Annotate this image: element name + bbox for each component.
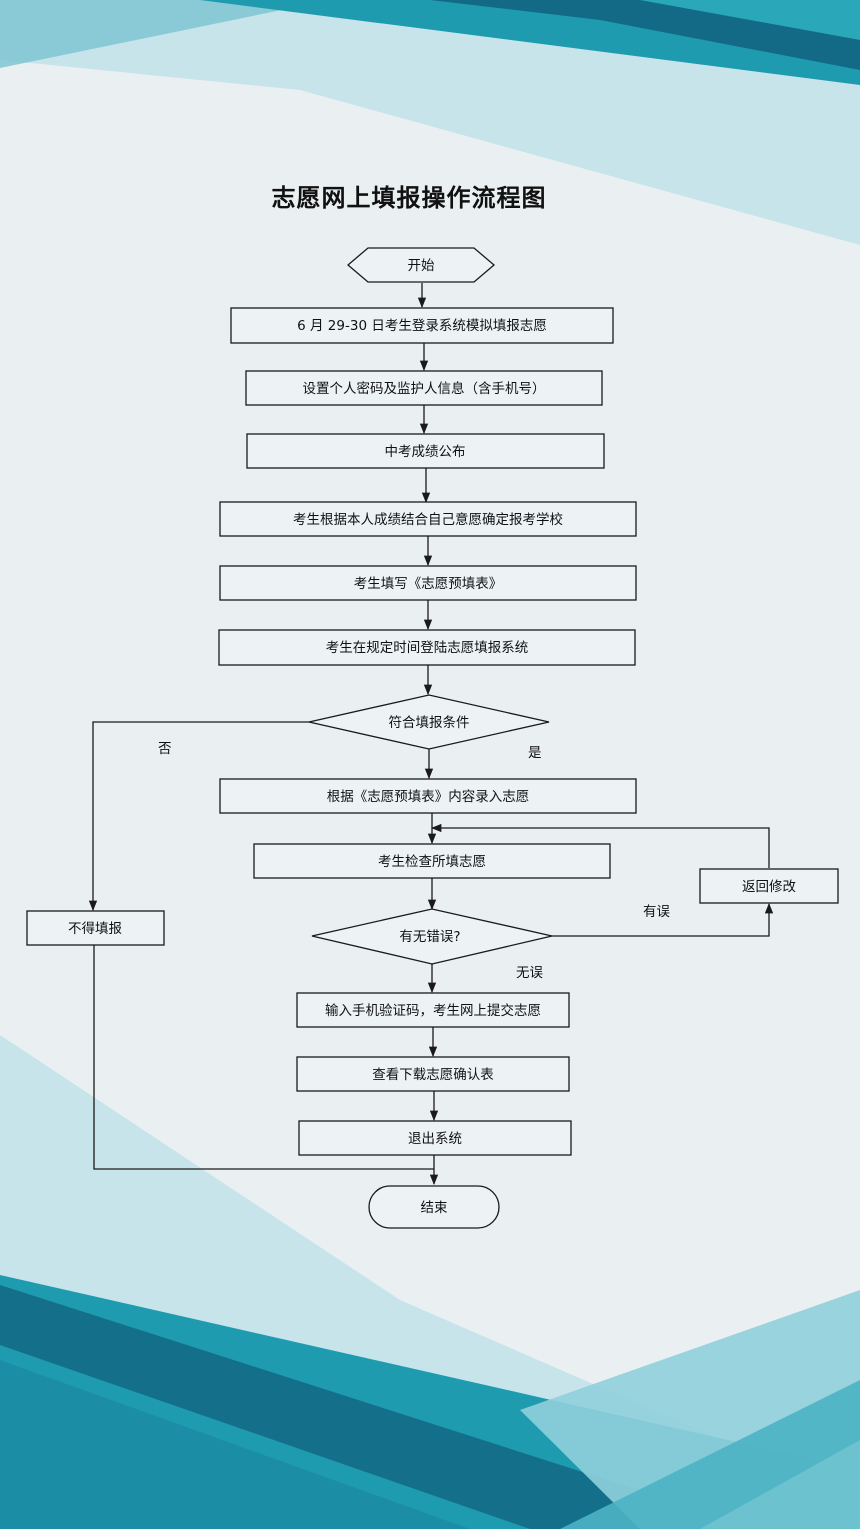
connectors [88, 283, 774, 1186]
step-enter-choices-label: 根据《志愿预填表》内容录入志愿 [327, 788, 530, 805]
edge-reject-end [93, 945, 434, 1170]
page-title: 志愿网上填报操作流程图 [271, 183, 547, 212]
step-set-password-label: 设置个人密码及监护人信息（含手机号） [303, 380, 546, 397]
step-return-edit: 返回修改 [699, 868, 839, 904]
step-choose-school: 考生根据本人成绩结合自己意愿确定报考学校 [219, 501, 637, 537]
step-set-password: 设置个人密码及监护人信息（含手机号） [245, 370, 603, 406]
decision-errors-label: 有无错误? [399, 929, 460, 945]
step-submit: 输入手机验证码，考生网上提交志愿 [296, 992, 570, 1028]
decision-eligible: 符合填报条件 [308, 694, 550, 750]
step-fill-preform: 考生填写《志愿预填表》 [219, 565, 637, 601]
edge-label-has-error: 有误 [643, 904, 671, 920]
step-score-release: 中考成绩公布 [246, 433, 605, 469]
step-fill-preform-label: 考生填写《志愿预填表》 [354, 576, 503, 592]
step-download-confirm: 查看下载志愿确认表 [296, 1056, 570, 1092]
step-submit-label: 输入手机验证码，考生网上提交志愿 [325, 1002, 541, 1019]
step-login-simulate-label: 6 月 29-30 日考生登录系统模拟填报志愿 [297, 318, 547, 334]
edge-return-step8 [430, 823, 770, 868]
edge-label-no: 否 [158, 741, 172, 757]
step-exit: 退出系统 [298, 1120, 572, 1156]
step-check-choices-label: 考生检查所填志愿 [378, 854, 486, 870]
step-score-release-label: 中考成绩公布 [385, 444, 466, 460]
step-login-simulate: 6 月 29-30 日考生登录系统模拟填报志愿 [230, 307, 614, 344]
step-enter-choices: 根据《志愿预填表》内容录入志愿 [219, 778, 637, 814]
step-choose-school-label: 考生根据本人成绩结合自己意愿确定报考学校 [293, 511, 563, 528]
start-node: 开始 [346, 247, 496, 283]
step-login-system: 考生在规定时间登陆志愿填报系统 [218, 629, 636, 666]
decision-eligible-label: 符合填报条件 [389, 714, 470, 731]
edge-label-no-error: 无误 [516, 965, 544, 981]
step-check-choices: 考生检查所填志愿 [253, 843, 611, 879]
edge-label-yes: 是 [528, 745, 542, 761]
step-reject-label: 不得填报 [68, 920, 122, 937]
start-label: 开始 [408, 258, 435, 274]
step-return-edit-label: 返回修改 [742, 879, 796, 895]
edge-decision2-return [550, 902, 774, 937]
end-label: 结束 [421, 1200, 448, 1216]
edge-decision1-reject [88, 721, 310, 912]
step-login-system-label: 考生在规定时间登陆志愿填报系统 [326, 640, 529, 656]
step-reject: 不得填报 [26, 910, 165, 946]
step-download-confirm-label: 查看下载志愿确认表 [372, 1067, 494, 1083]
step-exit-label: 退出系统 [408, 1131, 462, 1147]
end-node: 结束 [368, 1185, 500, 1229]
decision-errors: 有无错误? [311, 908, 553, 965]
